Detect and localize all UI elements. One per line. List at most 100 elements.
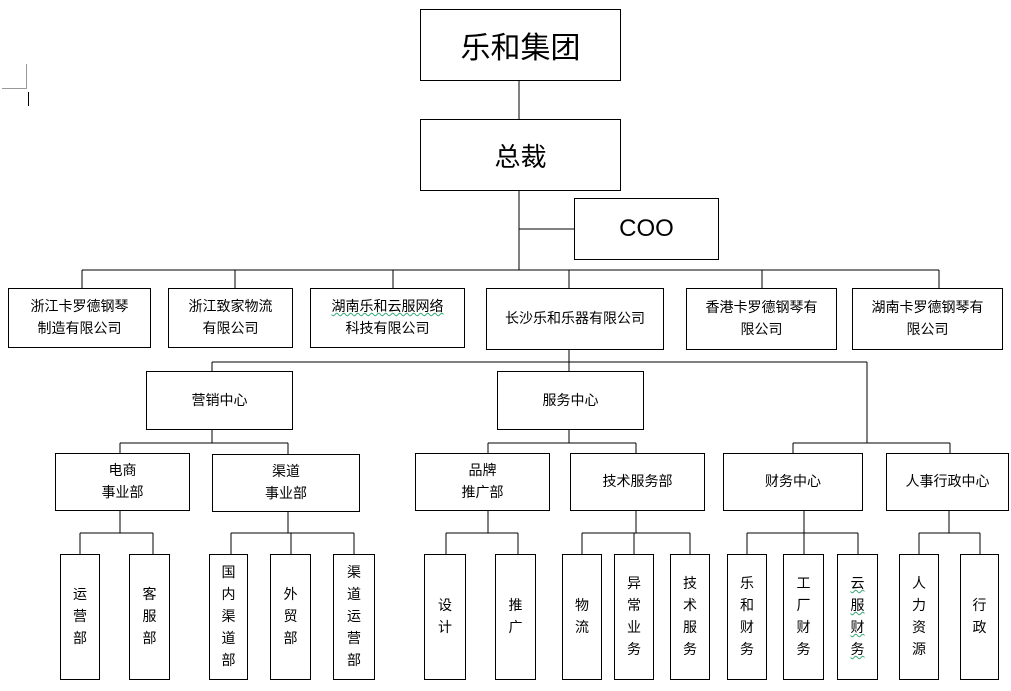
dept-label-line: 渠道 <box>272 464 300 480</box>
team-channel-operations: 渠 道 运 营 部 <box>333 554 375 680</box>
team-human-resources: 人 力 资 源 <box>899 554 939 680</box>
company-label-line: 湖南乐和云服网络 <box>331 299 444 315</box>
team-factory-finance: 工 厂 财 务 <box>783 554 824 680</box>
team-char: 源 <box>912 642 926 658</box>
company-label-line: 香港卡罗德钢琴有 <box>705 300 818 316</box>
node-group-label: 乐和集团 <box>460 31 581 66</box>
team-char: 渠 <box>347 565 361 581</box>
team-char: 部 <box>347 653 361 669</box>
team-char: 云 <box>850 576 865 592</box>
team-lehe-finance: 乐 和 财 务 <box>727 554 767 680</box>
team-administration: 行 政 <box>960 554 999 680</box>
team-char: 工 <box>796 576 811 592</box>
team-char: 务 <box>627 642 641 658</box>
team-char: 营 <box>347 631 361 647</box>
team-customer-service: 客 服 部 <box>129 554 170 680</box>
team-char: 异 <box>627 576 641 592</box>
team-char: 政 <box>972 620 987 636</box>
team-char: 人 <box>912 576 926 592</box>
company-label-line: 湖南卡罗德钢琴有 <box>871 300 984 316</box>
node-coo: COO <box>574 198 719 260</box>
team-char: 计 <box>438 620 452 636</box>
team-char: 服 <box>142 609 157 625</box>
team-char: 贸 <box>283 609 298 625</box>
dept-label-line: 技术服务部 <box>602 474 673 490</box>
team-char: 财 <box>796 620 811 636</box>
team-operations: 运 营 部 <box>60 554 100 680</box>
center-label: 服务中心 <box>542 392 599 409</box>
company-hunan-piano: 湖南卡罗德钢琴有 限公司 <box>852 288 1003 350</box>
company-zhejiang-piano: 浙江卡罗德钢琴 制造有限公司 <box>8 288 151 348</box>
center-label: 营销中心 <box>191 392 248 409</box>
team-char: 部 <box>73 631 87 647</box>
team-char: 设 <box>438 598 452 614</box>
team-char: 技 <box>683 576 697 592</box>
dept-label-line: 人事行政中心 <box>905 474 990 490</box>
dept-label-line: 财务中心 <box>765 474 821 490</box>
dept-label-line: 事业部 <box>101 485 144 501</box>
dept-tech-service: 技术服务部 <box>570 453 705 511</box>
team-char: 业 <box>627 620 641 636</box>
company-hunan-network: 湖南乐和云服网络 科技有限公司 <box>310 288 465 348</box>
team-char: 运 <box>347 609 361 625</box>
team-promotion: 推 广 <box>495 554 536 680</box>
dept-finance-center: 财务中心 <box>723 453 863 511</box>
node-coo-label: COO <box>619 215 674 242</box>
text-cursor <box>28 92 29 106</box>
dept-brand-promotion: 品牌 推广部 <box>415 453 550 511</box>
team-char: 务 <box>683 642 697 658</box>
team-yunfu-finance: 云 服 财 务 <box>837 554 878 680</box>
team-char: 部 <box>283 631 298 647</box>
team-char: 和 <box>740 598 754 614</box>
team-exception-business: 异 常 业 务 <box>614 554 654 680</box>
dept-label-line: 电商 <box>108 463 137 479</box>
node-president: 总裁 <box>420 119 621 191</box>
team-char: 务 <box>740 642 754 658</box>
dept-label-line: 事业部 <box>265 486 307 502</box>
team-domestic-channel: 国 内 渠 道 部 <box>209 554 248 680</box>
team-char: 运 <box>73 587 87 603</box>
center-marketing: 营销中心 <box>146 371 293 430</box>
company-label-line: 长沙乐和乐器有限公司 <box>505 311 645 327</box>
team-char: 内 <box>221 587 236 603</box>
team-char: 行 <box>972 598 987 614</box>
team-char: 道 <box>347 587 361 603</box>
team-char: 术 <box>683 598 697 614</box>
dept-hr-admin-center: 人事行政中心 <box>886 453 1009 511</box>
team-char: 财 <box>740 620 754 636</box>
company-label-line: 有限公司 <box>202 321 259 337</box>
team-char: 常 <box>627 598 641 614</box>
dept-label-line: 推广部 <box>461 485 504 501</box>
company-label-line: 限公司 <box>906 322 949 338</box>
team-char: 部 <box>221 653 236 669</box>
company-label-line: 限公司 <box>740 322 783 338</box>
team-char: 务 <box>796 642 811 658</box>
team-char: 力 <box>912 598 926 614</box>
team-char: 部 <box>142 631 157 647</box>
team-char: 流 <box>575 620 589 636</box>
company-zhejiang-logistics: 浙江致家物流 有限公司 <box>168 288 293 348</box>
team-char: 外 <box>283 587 298 603</box>
company-label-line: 科技有限公司 <box>345 321 430 337</box>
node-president-label: 总裁 <box>494 142 547 173</box>
team-char: 国 <box>221 565 236 581</box>
team-char: 财 <box>850 620 865 636</box>
team-char: 物 <box>575 598 589 614</box>
team-foreign-trade: 外 贸 部 <box>270 554 311 680</box>
team-char: 服 <box>683 620 697 636</box>
company-label-line: 制造有限公司 <box>37 321 122 337</box>
team-char: 务 <box>850 642 865 658</box>
team-char: 推 <box>508 598 523 614</box>
team-char: 客 <box>142 587 157 603</box>
company-changsha-instruments: 长沙乐和乐器有限公司 <box>486 288 664 350</box>
team-char: 服 <box>850 598 865 614</box>
dept-channel: 渠道 事业部 <box>212 454 360 512</box>
dept-ecommerce: 电商 事业部 <box>55 453 190 511</box>
company-label-line: 浙江致家物流 <box>188 299 273 315</box>
dept-label-line: 品牌 <box>468 463 497 479</box>
team-design: 设 计 <box>424 554 466 680</box>
team-char: 营 <box>73 609 87 625</box>
team-technical-service: 技 术 服 务 <box>670 554 710 680</box>
center-service: 服务中心 <box>497 371 644 430</box>
